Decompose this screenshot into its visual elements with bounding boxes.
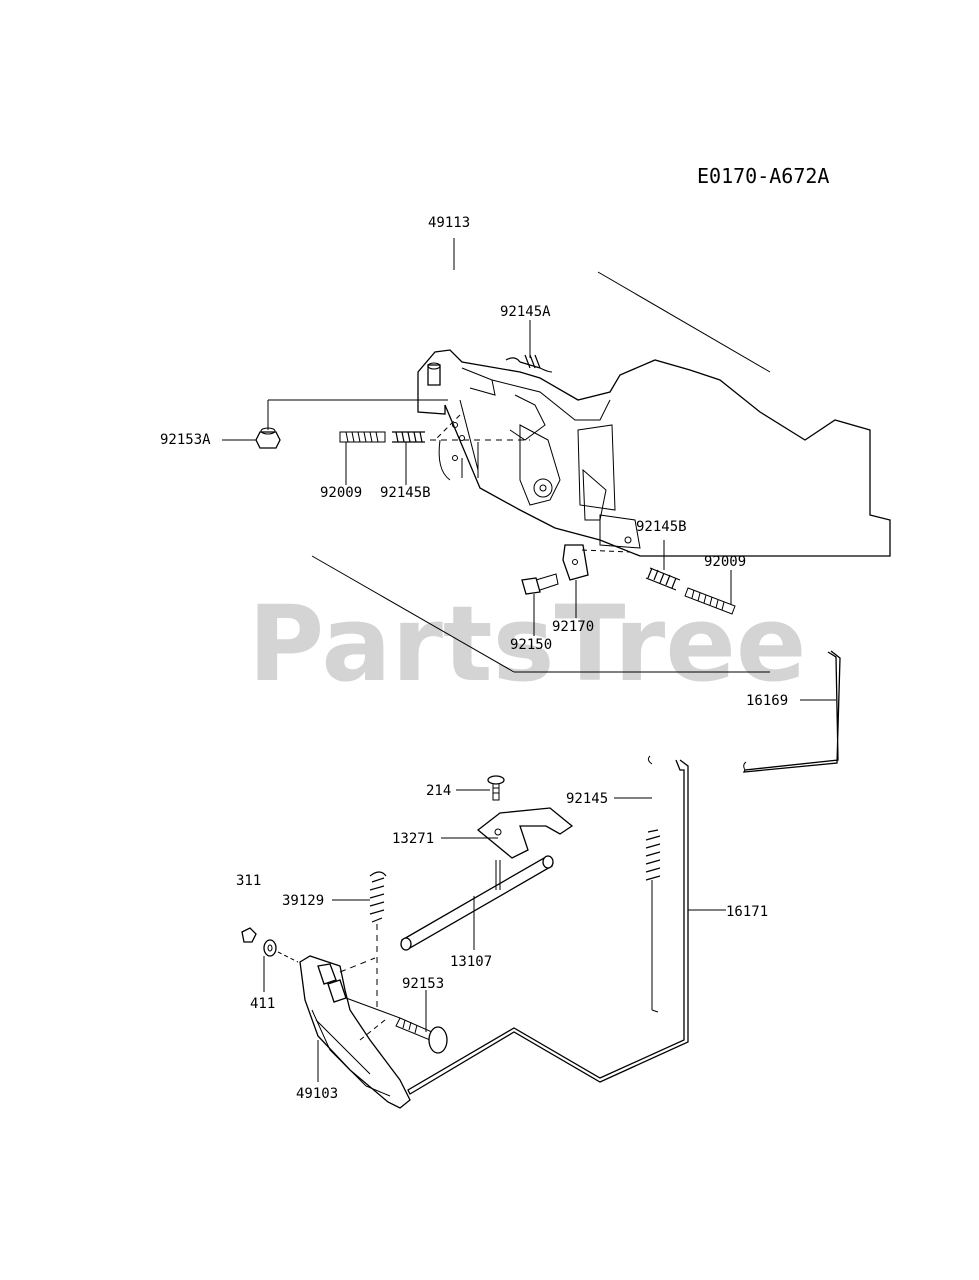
label-13271[interactable]: 13271 [392,831,434,847]
label-39129[interactable]: 39129 [282,893,324,909]
label-92145A[interactable]: 92145A [500,304,551,320]
label-92170[interactable]: 92170 [552,619,594,635]
leader-lines-upper [222,238,836,701]
label-92145B-left[interactable]: 92145B [380,485,431,501]
leader-lines-lower [263,789,726,1082]
control-bracket-assembly [255,271,891,673]
label-92153A[interactable]: 92153A [160,432,211,448]
label-92009-left[interactable]: 92009 [320,485,362,501]
label-92153[interactable]: 92153 [402,976,444,992]
label-49103[interactable]: 49103 [296,1086,338,1102]
diagram-code: E0170-A672A [697,164,829,188]
label-214[interactable]: 214 [426,783,451,799]
link-rod-16169 [742,650,841,773]
part-labels: 49113 92145A 92153A 92009 92145B 92145B … [160,215,788,1102]
label-16169[interactable]: 16169 [746,693,788,709]
lever-assembly [241,755,689,1109]
watermark: PartsTree [248,583,806,705]
label-92145[interactable]: 92145 [566,791,608,807]
label-16171[interactable]: 16171 [726,904,768,920]
label-311[interactable]: 311 [236,873,261,889]
label-49113[interactable]: 49113 [428,215,470,231]
label-13107[interactable]: 13107 [450,954,492,970]
label-92150[interactable]: 92150 [510,637,552,653]
label-411[interactable]: 411 [250,996,275,1012]
label-92145B-right[interactable]: 92145B [636,519,687,535]
label-92009-right[interactable]: 92009 [704,554,746,570]
